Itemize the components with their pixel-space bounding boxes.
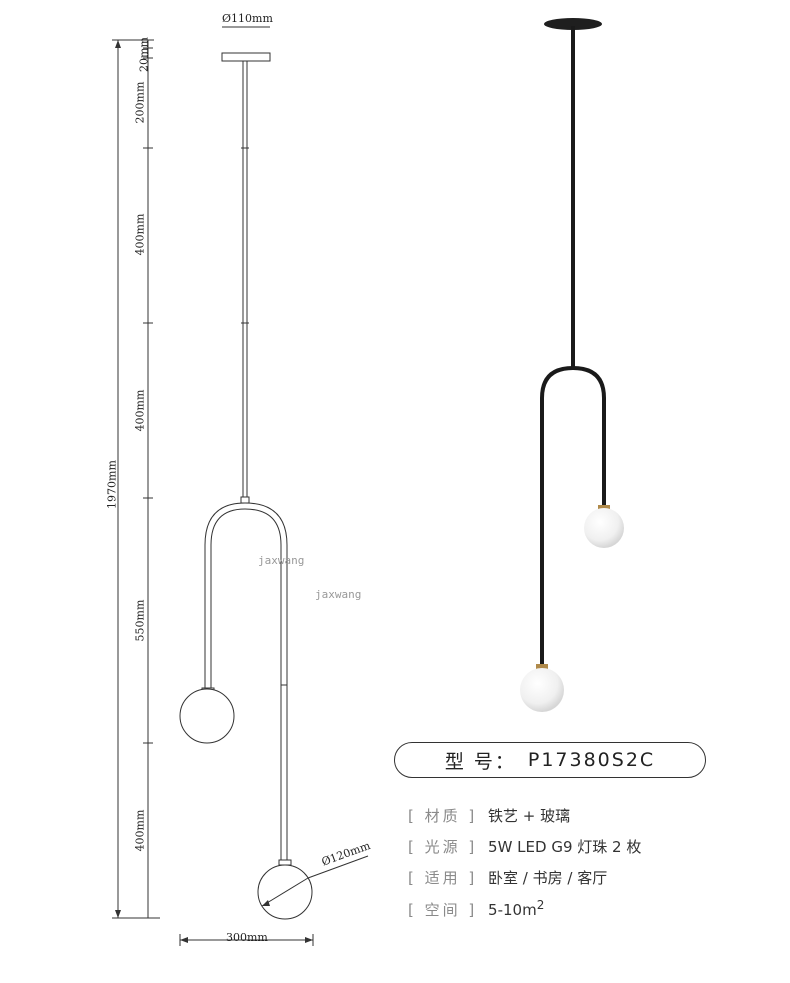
canopy (221, 52, 271, 62)
canopy-diameter-label: Ø110mm (222, 12, 273, 25)
ceiling-canopy (544, 18, 602, 30)
spec-label: [ 空间 ] (408, 901, 478, 919)
spec-row-light-source: [ 光源 ] 5W LED G9 灯珠 2 枚 (408, 836, 641, 857)
watermark: jaxwang (315, 588, 362, 601)
lower-globe (520, 668, 564, 712)
model-number-box: 型 号： P17380S2C (394, 742, 706, 778)
dimension-400c-label: 400mm (133, 809, 147, 852)
spec-superscript: 2 (536, 898, 545, 912)
u-frame-outer (204, 502, 288, 860)
upper-globe-outline (179, 688, 235, 744)
spec-value: 铁艺 + 玻璃 (488, 807, 571, 825)
u-frame (540, 365, 606, 668)
spec-label: [ 光源 ] (408, 838, 478, 856)
dimension-400a-label: 400mm (133, 213, 147, 256)
spec-label: [ 适用 ] (408, 869, 478, 887)
u-frame-inner (210, 508, 282, 860)
dimension-20-label: 20mm (137, 37, 151, 72)
spec-value: 5-10m (488, 901, 537, 919)
technical-drawing (112, 26, 369, 946)
dimension-200-label: 200mm (133, 81, 147, 124)
dimension-550-label: 550mm (133, 599, 147, 642)
spec-label: [ 材质 ] (408, 807, 478, 825)
dimension-400b-label: 400mm (133, 389, 147, 432)
spec-row-material: [ 材质 ] 铁艺 + 玻璃 (408, 805, 570, 826)
spec-value: 5W LED G9 灯珠 2 枚 (488, 838, 642, 856)
watermark: jaxwang (258, 554, 305, 567)
width-label: 300mm (226, 931, 268, 944)
model-value: P17380S2C (527, 749, 656, 771)
upper-globe (584, 508, 624, 548)
spec-value: 卧室 / 书房 / 客厅 (488, 869, 608, 887)
suspension-rod (571, 26, 575, 368)
product-photo (520, 18, 624, 712)
total-height-label: 1970mm (105, 460, 119, 509)
spec-row-usage: [ 适用 ] 卧室 / 书房 / 客厅 (408, 867, 607, 888)
lower-socket (536, 664, 548, 670)
model-label: 型 号： (444, 750, 516, 773)
spec-row-space: [ 空间 ] 5-10m2 (408, 898, 544, 920)
